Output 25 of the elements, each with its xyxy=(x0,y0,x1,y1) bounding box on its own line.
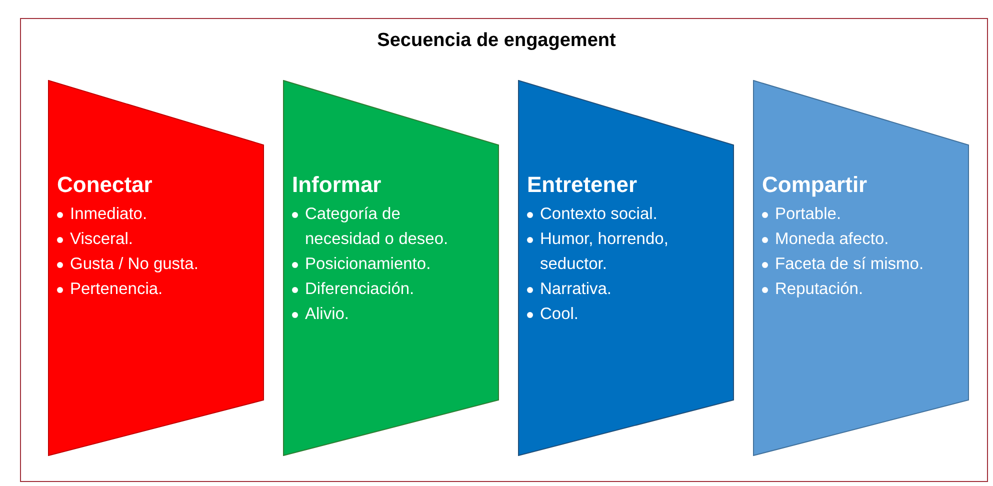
step-heading: Compartir xyxy=(762,172,868,198)
bullet-text: Diferenciación. xyxy=(305,279,416,300)
bullet-text: Portable. xyxy=(775,204,842,225)
bullet-text: Reputación. xyxy=(775,279,864,300)
trapezoid-step xyxy=(518,80,734,456)
step-heading: Entretener xyxy=(527,172,638,198)
bullet-text: Narrativa. xyxy=(540,279,613,300)
step-heading: Informar xyxy=(292,172,382,198)
step-heading: Conectar xyxy=(57,172,154,198)
bullet-text: Moneda afecto. xyxy=(775,229,890,250)
bullet-text: Humor, horrendo, seductor. xyxy=(540,229,670,275)
trapezoid-step xyxy=(48,80,264,456)
bullet-text: Visceral. xyxy=(70,229,134,250)
bullet-text: Posicionamiento. xyxy=(305,254,432,275)
bullet-text: Pertenencia. xyxy=(70,279,164,300)
bullet-text: Cool. xyxy=(540,304,580,325)
bullet-text: Alivio. xyxy=(305,304,350,325)
bullet-text: Faceta de sí mismo. xyxy=(775,254,925,275)
bullet-text: Contexto social. xyxy=(540,204,658,225)
bullet-text: Categoría de necesidad o deseo. xyxy=(305,204,450,250)
trapezoid-step xyxy=(753,80,969,456)
bullet-text: Gusta / No gusta. xyxy=(70,254,200,275)
diagram-title: Secuencia de engagement xyxy=(376,30,617,52)
bullet-text: Inmediato. xyxy=(70,204,148,225)
trapezoid-step xyxy=(283,80,499,456)
